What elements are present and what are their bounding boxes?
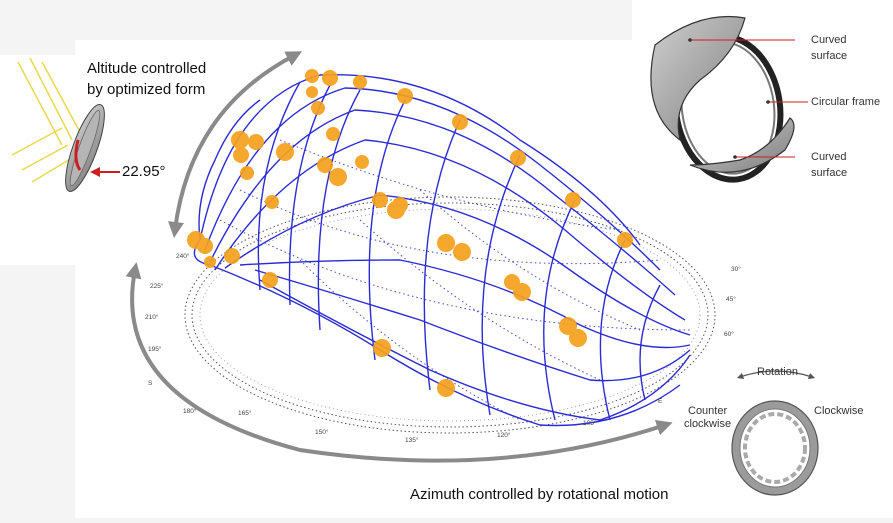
altitude-label-line2: by optimized form <box>87 81 206 98</box>
curved-surface-upper <box>650 15 746 142</box>
sun-point <box>617 232 633 248</box>
compass-ring <box>184 196 716 434</box>
compass-tick-label: 30° <box>731 266 741 273</box>
compass-tick-label: 45° <box>726 296 736 303</box>
curved-surface-top-label-1: Curved <box>811 34 847 46</box>
sun-point <box>231 131 249 149</box>
sun-point <box>262 272 278 288</box>
sun-point <box>326 127 340 141</box>
counter-clockwise-label-1: Counter <box>688 405 728 417</box>
sun-point <box>373 339 391 357</box>
sun-point <box>305 69 319 83</box>
compass-tick-label: 150° <box>315 429 329 436</box>
sun-point <box>322 70 338 86</box>
rotation-inset <box>731 370 819 496</box>
counter-clockwise-label-2: clockwise <box>684 418 732 430</box>
sun-point <box>452 114 468 130</box>
compass-tick-label: 60° <box>724 331 734 338</box>
compass-tick-label: 210° <box>145 314 159 321</box>
compass-tick-label: 240° <box>176 253 190 260</box>
compass-tick-label: 120° <box>497 432 511 439</box>
sun-point <box>240 166 254 180</box>
compass-tick-label: 195° <box>148 346 162 353</box>
curved-surface-lower <box>689 117 795 173</box>
sun-point <box>355 155 369 169</box>
sun-point <box>387 201 405 219</box>
sun-point <box>317 157 333 173</box>
sun-point <box>265 195 279 209</box>
sun-point <box>510 150 526 166</box>
sun-point <box>437 379 455 397</box>
compass-tick-label: 180° <box>183 408 197 415</box>
sun-point <box>311 101 325 115</box>
compass-tick-label: S <box>148 380 153 387</box>
compass-tick-label: E <box>658 398 663 405</box>
altitude-arrow <box>168 51 303 238</box>
sun-point <box>276 143 294 161</box>
azimuth-arrow <box>125 262 673 463</box>
compass-tick-label: 135° <box>405 437 419 444</box>
altitude-label-line1: Altitude controlled <box>87 60 207 77</box>
sun-ray-inset <box>11 57 120 192</box>
sun-point <box>306 86 318 98</box>
sun-point <box>453 243 471 261</box>
azimuth-label: Azimuth controlled by rotational motion <box>410 486 669 503</box>
rotation-label: Rotation <box>757 366 798 378</box>
sun-point <box>513 283 531 301</box>
sun-point <box>204 256 216 268</box>
sun-point <box>248 134 264 150</box>
sun-point <box>397 88 413 104</box>
compass-tick-label: 225° <box>150 283 164 290</box>
sun-point <box>565 192 581 208</box>
sun-point <box>224 248 240 264</box>
sun-point <box>233 147 249 163</box>
compass-tick-label: 165° <box>238 410 252 417</box>
sun-point <box>197 238 213 254</box>
rotation-arrow <box>736 370 816 380</box>
circular-frame-label: Circular frame <box>811 96 881 108</box>
curved-surface-bottom-label-2: surface <box>811 167 848 179</box>
sun-point <box>569 329 587 347</box>
sun-point <box>353 75 367 89</box>
curved-surface-bottom-label-1: Curved <box>811 151 847 163</box>
device-exploded-view <box>650 15 808 183</box>
compass-tick-label: 105° <box>583 420 597 427</box>
curved-surface-top-label-2: surface <box>811 50 848 62</box>
sun-point <box>372 192 388 208</box>
sun-point <box>329 168 347 186</box>
sun-point <box>437 234 455 252</box>
clockwise-label: Clockwise <box>814 405 864 417</box>
angle-label: 22.95° <box>122 163 166 180</box>
